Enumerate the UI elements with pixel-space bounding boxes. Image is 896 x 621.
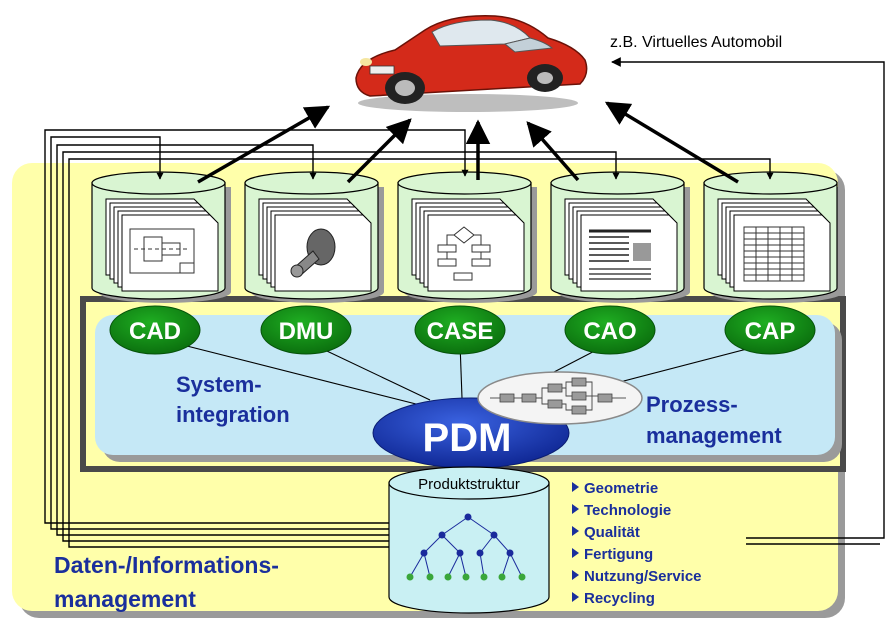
data-store-case bbox=[397, 171, 537, 303]
bullet-icon bbox=[572, 592, 579, 602]
system-node-cao: CAO bbox=[564, 305, 656, 355]
data-store-cap bbox=[703, 171, 843, 303]
data-store-dmu bbox=[244, 171, 384, 303]
car-illustration bbox=[355, 15, 588, 112]
caption: z.B. Virtuelles Automobil bbox=[610, 34, 782, 51]
table-icon bbox=[743, 226, 805, 282]
system-label: CASE bbox=[427, 318, 494, 345]
3d-part-icon bbox=[290, 228, 336, 278]
bullet-icon bbox=[572, 570, 579, 580]
system-node-cap: CAP bbox=[724, 305, 816, 355]
data-store-cao bbox=[550, 171, 690, 303]
product-structure-label: Produktstruktur bbox=[418, 476, 520, 493]
pdm-label: PDM bbox=[423, 416, 512, 460]
aspect-item: Geometrie bbox=[572, 480, 658, 497]
aspect-label: Recycling bbox=[584, 590, 655, 607]
data-store-cad bbox=[91, 171, 231, 303]
aspect-label: Technologie bbox=[584, 502, 671, 519]
technical-drawing-icon bbox=[129, 228, 195, 274]
aspect-item: Recycling bbox=[572, 590, 655, 607]
process-management-label: Prozess- management bbox=[646, 392, 782, 448]
system-label: DMU bbox=[279, 318, 334, 345]
aspect-item: Qualität bbox=[572, 524, 640, 541]
aspect-label: Geometrie bbox=[584, 480, 658, 497]
process-flow-icon bbox=[477, 371, 643, 425]
bullet-icon bbox=[572, 526, 579, 536]
system-node-case: CASE bbox=[414, 305, 506, 355]
system-node-dmu: DMU bbox=[260, 305, 352, 355]
car-feedback-line bbox=[611, 57, 885, 545]
aspect-list: GeometrieTechnologieQualitätFertigungNut… bbox=[572, 480, 702, 607]
flowchart-icon bbox=[437, 226, 491, 281]
system-node-cad: CAD bbox=[109, 305, 201, 355]
data-management-label: Daten-/Informations- management bbox=[54, 552, 285, 612]
tree-icon bbox=[409, 516, 523, 578]
bullet-icon bbox=[572, 548, 579, 558]
bullet-icon bbox=[572, 504, 579, 514]
feedback-lines bbox=[44, 129, 774, 548]
bullet-icon bbox=[572, 482, 579, 492]
aspect-item: Fertigung bbox=[572, 546, 653, 563]
aspect-label: Fertigung bbox=[584, 546, 653, 563]
system-integration-label: System- integration bbox=[176, 372, 290, 427]
system-label: CAD bbox=[129, 318, 181, 345]
product-structure-db: Produktstruktur bbox=[388, 466, 550, 614]
system-label: CAP bbox=[745, 318, 796, 345]
aspect-label: Nutzung/Service bbox=[584, 568, 702, 585]
system-label: CAO bbox=[583, 318, 636, 345]
aspect-label: Qualität bbox=[584, 524, 640, 541]
text-document-icon bbox=[589, 229, 651, 280]
aspect-item: Technologie bbox=[572, 502, 671, 519]
aspect-item: Nutzung/Service bbox=[572, 568, 702, 585]
cylinder-to-car-arrows bbox=[197, 101, 739, 184]
